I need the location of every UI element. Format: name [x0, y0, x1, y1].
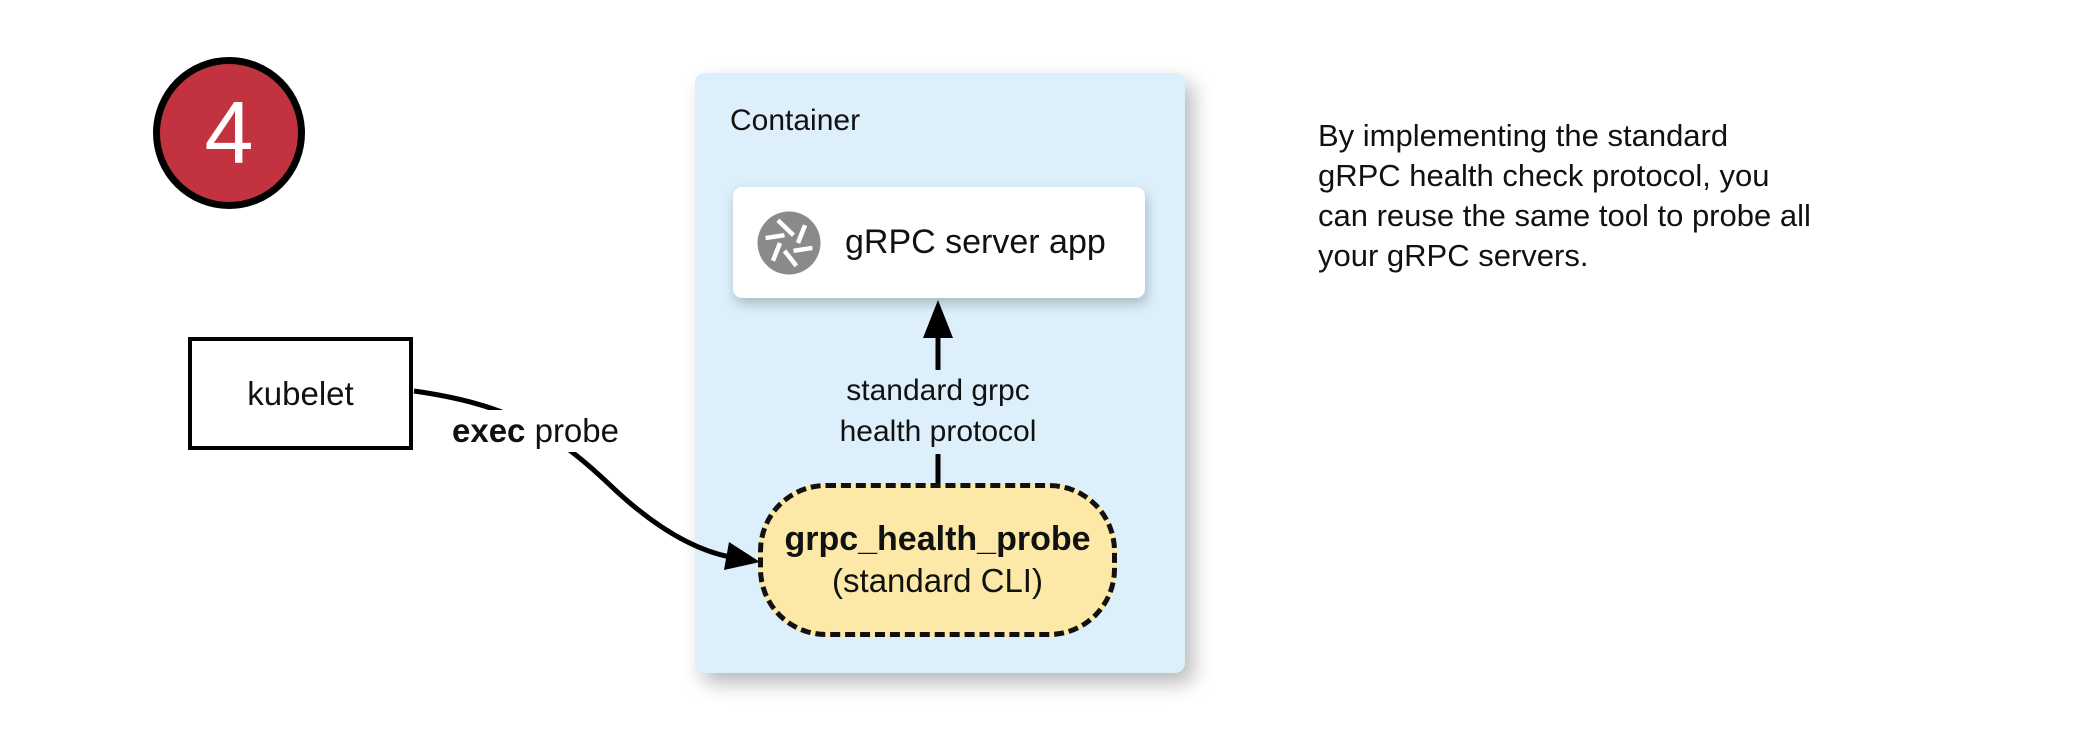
caption-line: can reuse the same tool to probe all: [1318, 198, 1811, 233]
grpc-server-app-node: gRPC server app: [733, 187, 1145, 298]
protocol-arrow-label: standard grpc health protocol: [823, 370, 1053, 454]
grpc-health-probe-subtitle: (standard CLI): [832, 562, 1043, 599]
caption-paragraph: By implementing the standard gRPC health…: [1318, 116, 1918, 276]
kubelet-label: kubelet: [247, 374, 354, 412]
exec-probe-arrow: [413, 388, 731, 560]
exec-probe-arrowhead: [724, 542, 760, 570]
protocol-label-line2: health protocol: [839, 415, 1037, 448]
exec-probe-label: exec probe: [446, 410, 625, 452]
container-title: Container: [730, 104, 861, 137]
caption-line: gRPC health check protocol, you: [1318, 158, 1770, 193]
step-number: 4: [204, 83, 254, 182]
exec-probe-label-bold: exec: [452, 412, 526, 449]
grpc-server-app-label: gRPC server app: [845, 223, 1106, 261]
grpc-health-probe-node: grpc_health_probe (standard CLI): [758, 483, 1117, 637]
health-protocol-arrowhead: [923, 300, 953, 338]
exec-probe-label-rest: probe: [525, 412, 619, 449]
caption-line: By implementing the standard: [1318, 118, 1729, 153]
kubelet-node: kubelet: [188, 337, 413, 450]
grpc-health-probe-name: grpc_health_probe: [784, 520, 1091, 558]
aperture-icon: [757, 211, 821, 274]
step-badge: 4: [153, 57, 305, 209]
protocol-label-line1: standard grpc: [846, 374, 1030, 407]
caption-line: your gRPC servers.: [1318, 238, 1589, 273]
